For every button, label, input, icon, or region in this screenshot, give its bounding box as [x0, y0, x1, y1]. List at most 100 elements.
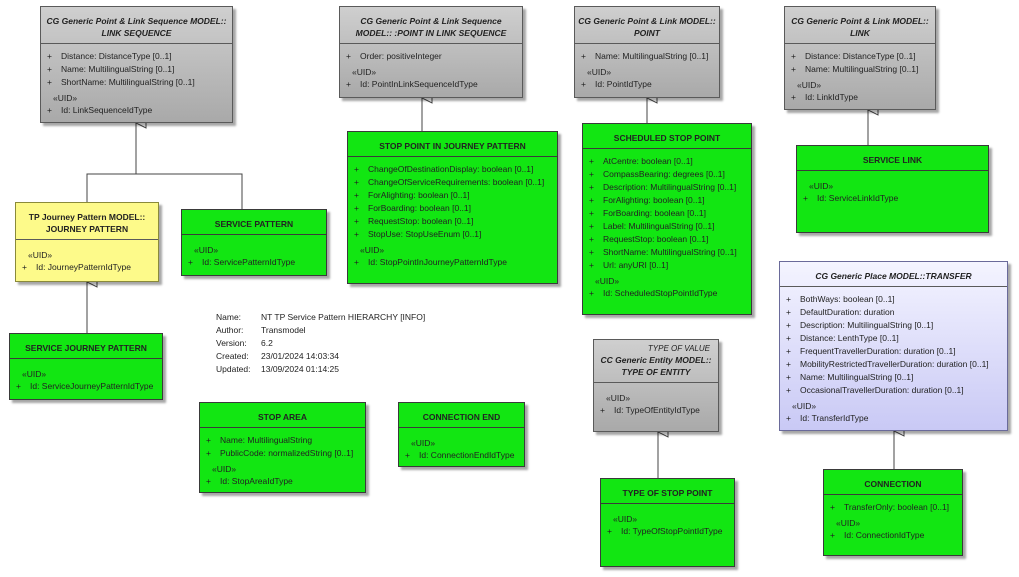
attribute: +ShortName: MultilingualString [0..1] [47, 77, 195, 87]
attribute: +Description: MultilingualString [0..1] [786, 320, 934, 330]
uid-stereotype: «UID» [212, 464, 237, 474]
class-title: SERVICE JOURNEY PATTERN [10, 334, 162, 359]
attribute: +RequestStop: boolean [0..1] [589, 234, 709, 244]
class-service-pattern[interactable]: SERVICE PATTERN «UID» +Id: ServicePatter… [181, 209, 327, 276]
uid-attribute: +Id: PointInLinkSequenceIdType [346, 79, 478, 89]
gen-link-service-pattern [136, 173, 243, 209]
uid-attribute: +Id: ServiceJourneyPatternIdType [16, 381, 154, 391]
attribute: +BothWays: boolean [0..1] [786, 294, 895, 304]
uid-stereotype: «UID» [595, 276, 620, 286]
attribute: +PublicCode: normalizedString [0..1] [206, 448, 354, 458]
attribute: +Name: MultilingualString [0..1] [581, 51, 709, 61]
class-transfer[interactable]: CG Generic Place MODEL::TRANSFER +BothWa… [779, 261, 1008, 431]
attribute: +Distance: DistanceType [0..1] [47, 51, 172, 61]
class-title: CG Generic Point & Link MODEL:: LINK [785, 7, 935, 44]
attribute: +Description: MultilingualString [0..1] [589, 182, 737, 192]
uid-stereotype: «UID» [194, 245, 219, 255]
uid-attribute: +Id: TypeOfStopPointIdType [607, 526, 723, 536]
class-title: TYPE OF STOP POINT [601, 479, 734, 504]
attribute: +AtCentre: boolean [0..1] [589, 156, 693, 166]
attribute: +CompassBearing: degrees [0..1] [589, 169, 725, 179]
uid-stereotype: «UID» [411, 438, 436, 448]
uid-attribute: +Id: JourneyPatternIdType [22, 262, 131, 272]
uid-stereotype: «UID» [809, 181, 834, 191]
attribute: +Name: MultilingualString [0..1] [791, 64, 919, 74]
uid-attribute: +Id: TypeOfEntityIdType [600, 405, 700, 415]
attribute: +DefaultDuration: duration [786, 307, 895, 317]
attribute: +Name: MultilingualString [0..1] [47, 64, 175, 74]
meta-name: NT TP Service Pattern HIERARCHY [INFO] [261, 312, 426, 322]
uid-attribute: +Id: StopAreaIdType [206, 476, 293, 486]
class-point[interactable]: CG Generic Point & Link MODEL:: POINT +N… [574, 6, 720, 98]
class-title: STOP POINT IN JOURNEY PATTERN [348, 132, 557, 157]
attribute: +ForAlighting: boolean [0..1] [589, 195, 705, 205]
attribute: +Label: MultilingualString [0..1] [589, 221, 715, 231]
attribute: +OccasionalTravellerDuration: duration [… [786, 385, 964, 395]
class-title: CONNECTION END [399, 403, 524, 428]
class-service-journey-pattern[interactable]: SERVICE JOURNEY PATTERN «UID» +Id: Servi… [9, 333, 163, 400]
class-point-in-link-sequence[interactable]: CG Generic Point & Link Sequence MODEL::… [339, 6, 523, 98]
uid-attribute: +Id: PointIdType [581, 79, 652, 89]
meta-author-label: Author: [216, 325, 244, 335]
meta-version-label: Version: [216, 338, 247, 348]
uid-attribute: +Id: LinkIdType [791, 92, 858, 102]
attribute: +ForBoarding: boolean [0..1] [589, 208, 707, 218]
attribute: +Name: MultilingualString [0..1] [786, 372, 914, 382]
uid-attribute: +Id: ConnectionIdType [830, 530, 925, 540]
uid-stereotype: «UID» [797, 80, 822, 90]
class-type-of-stop-point[interactable]: TYPE OF STOP POINT «UID» +Id: TypeOfStop… [600, 478, 735, 567]
gen-link-journey-pattern [86, 123, 136, 202]
attribute: +Name: MultilingualString [206, 435, 313, 445]
uid-stereotype: «UID» [606, 393, 631, 403]
class-stop-area[interactable]: STOP AREA +Name: MultilingualString +Pub… [199, 402, 366, 493]
class-title: TP Journey Pattern MODEL:: JOURNEY PATTE… [16, 203, 158, 240]
meta-created-label: Created: [216, 351, 249, 361]
class-title: CG Generic Place MODEL::TRANSFER [780, 262, 1007, 287]
uid-attribute: +Id: ScheduledStopPointIdType [589, 288, 718, 298]
class-type-of-entity[interactable]: TYPE OF VALUE CC Generic Entity MODEL:: … [593, 339, 719, 432]
uid-attribute: +Id: LinkSequenceIdType [47, 105, 153, 115]
uid-stereotype: «UID» [22, 369, 47, 379]
class-connection-end[interactable]: CONNECTION END «UID» +Id: ConnectionEndI… [398, 402, 525, 467]
meta-name-label: Name: [216, 312, 242, 322]
diagram-metadata: Name: NT TP Service Pattern HIERARCHY [IN… [216, 311, 425, 376]
class-scheduled-stop-point[interactable]: SCHEDULED STOP POINT +AtCentre: boolean … [582, 123, 752, 315]
meta-author: Transmodel [261, 325, 306, 335]
class-connection[interactable]: CONNECTION +TransferOnly: boolean [0..1]… [823, 469, 963, 556]
uid-attribute: +Id: ServiceLinkIdType [803, 193, 899, 203]
attribute: +FrequentTravellerDuration: duration [0.… [786, 346, 956, 356]
attribute: +ShortName: MultilingualString [0..1] [589, 247, 737, 257]
class-service-link[interactable]: SERVICE LINK «UID» +Id: ServiceLinkIdTyp… [796, 145, 989, 233]
class-title: STOP AREA [200, 403, 365, 428]
class-link[interactable]: CG Generic Point & Link MODEL:: LINK +Di… [784, 6, 936, 110]
attribute: +ForBoarding: boolean [0..1] [354, 203, 472, 213]
meta-created: 23/01/2024 14:03:34 [261, 351, 339, 361]
attribute: +Distance: DistanceType [0..1] [791, 51, 916, 61]
uid-stereotype: «UID» [360, 245, 385, 255]
meta-updated: 13/09/2024 01:14:25 [261, 364, 339, 374]
uid-attribute: +Id: ConnectionEndIdType [405, 450, 515, 460]
uid-stereotype: «UID» [587, 67, 612, 77]
attribute: +MobilityRestrictedTravellerDuration: du… [786, 359, 989, 369]
attribute: +ChangeOfDestinationDisplay: boolean [0.… [354, 164, 534, 174]
uid-stereotype: «UID» [28, 250, 53, 260]
uid-attribute: +Id: ServicePatternIdType [188, 257, 296, 267]
class-journey-pattern[interactable]: TP Journey Pattern MODEL:: JOURNEY PATTE… [15, 202, 159, 282]
class-title: CONNECTION [824, 470, 962, 495]
attribute: +StopUse: StopUseEnum [0..1] [354, 229, 482, 239]
class-title: TYPE OF VALUE CC Generic Entity MODEL:: … [594, 340, 718, 383]
attribute: +TransferOnly: boolean [0..1] [830, 502, 950, 512]
attribute: +RequestStop: boolean [0..1] [354, 216, 474, 226]
meta-updated-label: Updated: [216, 364, 251, 374]
class-link-sequence[interactable]: CG Generic Point & Link Sequence MODEL::… [40, 6, 233, 123]
attribute: +Distance: LenthType [0..1] [786, 333, 899, 343]
class-stop-point-in-journey-pattern[interactable]: STOP POINT IN JOURNEY PATTERN +ChangeOfD… [347, 131, 558, 284]
class-stereotype: TYPE OF VALUE [647, 344, 710, 353]
attribute: +Order: positiveInteger [346, 51, 442, 61]
meta-version: 6.2 [261, 338, 273, 348]
class-title: CG Generic Point & Link Sequence MODEL::… [340, 7, 522, 44]
uid-stereotype: «UID» [352, 67, 377, 77]
uid-stereotype: «UID» [613, 514, 638, 524]
class-title: CG Generic Point & Link MODEL:: POINT [575, 7, 719, 44]
